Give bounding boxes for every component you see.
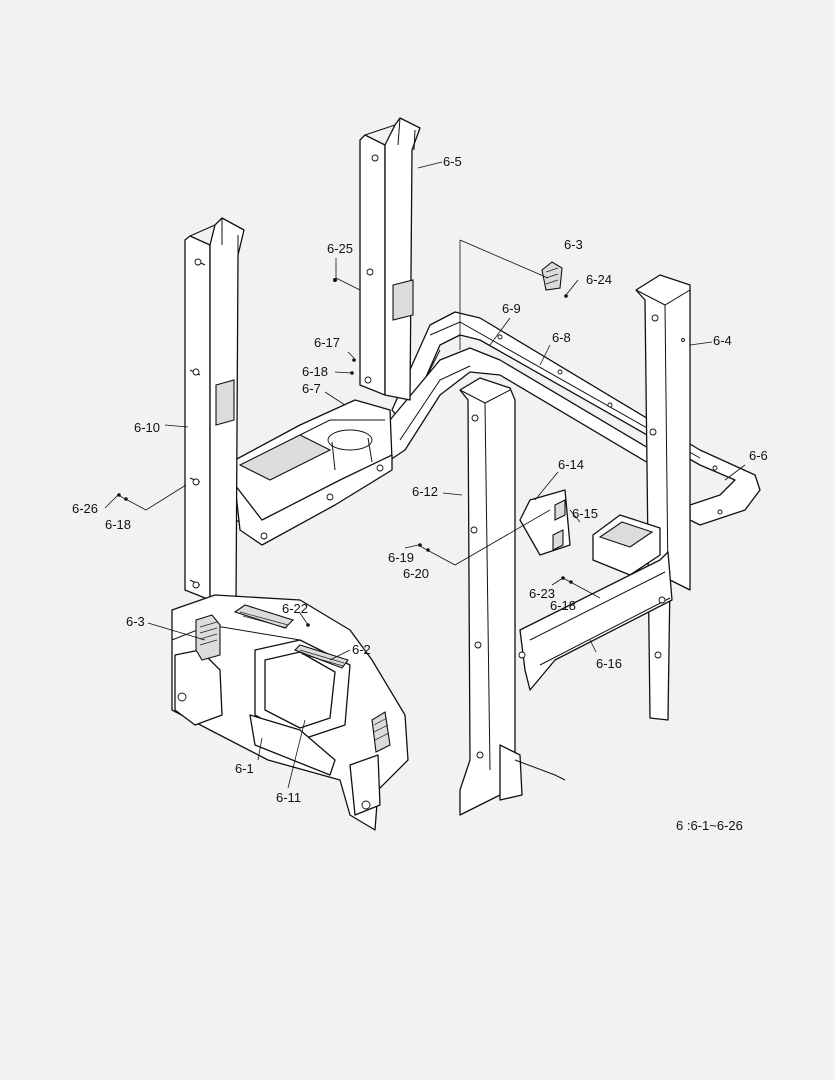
label-6-18-b: 6-18 xyxy=(105,517,131,532)
part-6-5-center-pillar xyxy=(359,117,421,401)
label-6-7: 6-7 xyxy=(302,381,321,396)
label-6-3-left: 6-3 xyxy=(126,614,145,629)
label-6-2: 6-2 xyxy=(352,642,371,657)
label-6-17: 6-17 xyxy=(314,335,340,350)
part-6-22-grille-upper xyxy=(233,604,295,629)
part-6-10-left-pillar xyxy=(184,217,245,606)
part-6-2-grille xyxy=(294,644,349,669)
label-6-24: 6-24 xyxy=(586,272,612,287)
label-6-5: 6-5 xyxy=(443,154,462,169)
parts-range-note: 6 :6-1~6-26 xyxy=(676,818,743,833)
part-6-16-cross-arm xyxy=(518,551,673,691)
part-6-1-lower-panel xyxy=(171,594,409,831)
part-6-side-vent xyxy=(371,711,391,753)
leader-lines xyxy=(104,161,746,789)
callout-labels: 6-5 6-25 6-3 6-24 6-9 6-8 6-4 6-17 6-18 … xyxy=(72,154,768,805)
label-6-1: 6-1 xyxy=(235,761,254,776)
part-6-7-console-tray xyxy=(234,399,393,546)
label-6-14: 6-14 xyxy=(558,457,584,472)
part-6-4-right-pillar xyxy=(635,274,691,721)
label-6-11: 6-11 xyxy=(276,790,301,805)
label-6-26: 6-26 xyxy=(72,501,98,516)
label-6-10: 6-10 xyxy=(134,420,160,435)
label-6-6: 6-6 xyxy=(749,448,768,463)
label-6-20: 6-20 xyxy=(403,566,429,581)
part-6-15-box xyxy=(592,514,661,576)
label-6-3-top: 6-3 xyxy=(564,237,583,252)
part-6-9-curved-panel xyxy=(389,347,661,471)
label-6-12: 6-12 xyxy=(412,484,438,499)
label-6-25: 6-25 xyxy=(327,241,353,256)
part-6-3-top-vent xyxy=(541,261,563,291)
label-6-18-a: 6-18 xyxy=(302,364,328,379)
label-6-16: 6-16 xyxy=(596,656,622,671)
label-6-19: 6-19 xyxy=(388,550,414,565)
label-6-9: 6-9 xyxy=(502,301,521,316)
label-6-18-c: 6-18 xyxy=(550,598,576,613)
part-6-14-bracket xyxy=(519,489,571,556)
part-6-12-front-pillar xyxy=(459,377,566,816)
label-6-23: 6-23 xyxy=(529,586,555,601)
part-6-3-left-vent xyxy=(195,614,221,661)
label-6-4: 6-4 xyxy=(713,333,732,348)
label-6-22: 6-22 xyxy=(282,601,308,616)
label-6-8: 6-8 xyxy=(552,330,571,345)
label-6-15: 6-15 xyxy=(572,506,598,521)
